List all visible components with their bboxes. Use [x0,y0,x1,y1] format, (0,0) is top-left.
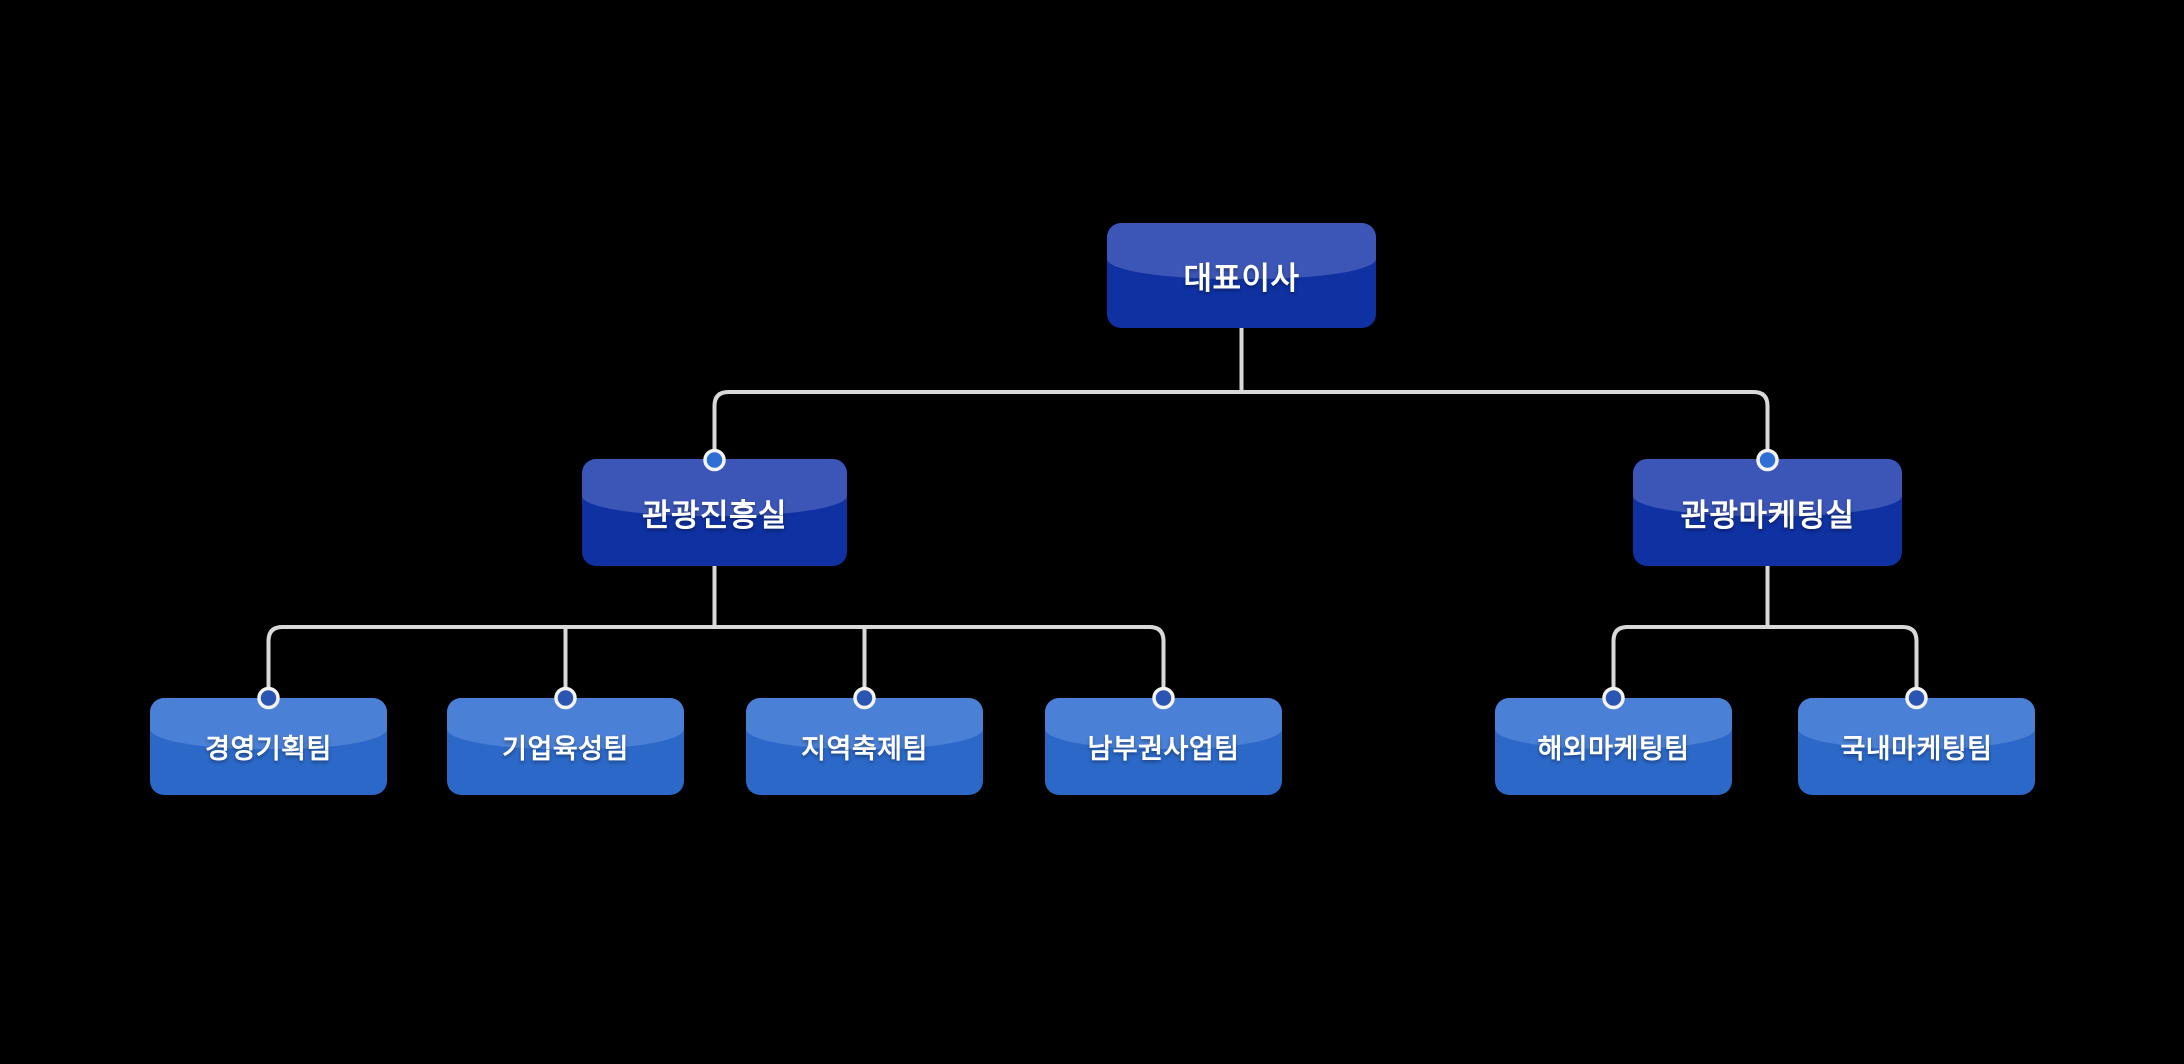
org-node-business-fostering-team[interactable]: 기업육성팀 [447,698,684,795]
org-node-overseas-marketing-team[interactable]: 해외마케팅팀 [1495,698,1732,795]
org-node-label: 국내마케팅팀 [1840,734,1993,764]
org-node-management-planning-team[interactable]: 경영기획팀 [150,698,387,795]
org-node-domestic-marketing-team[interactable]: 국내마케팅팀 [1798,698,2035,795]
org-node-label: 관광진흥실 [641,498,788,533]
org-node-label: 남부권사업팀 [1087,734,1240,764]
org-node-label: 기업육성팀 [502,734,629,764]
org-node-label: 경영기획팀 [205,734,332,764]
org-node-label: 관광마케팅실 [1680,498,1855,533]
connector-promotion-office-to-teams [266,566,1166,698]
connector-marketing-office-to-teams [1611,566,1919,698]
org-node-tourism-marketing-office[interactable]: 관광마케팅실 [1633,459,1902,566]
connector-ceo-to-offices [712,328,1770,460]
org-node-southern-region-business-team[interactable]: 남부권사업팀 [1045,698,1282,795]
org-node-label: 해외마케팅팀 [1537,734,1690,764]
org-node-label: 지역축제팀 [801,734,928,764]
org-node-ceo[interactable]: 대표이사 [1107,223,1376,328]
org-node-regional-festival-team[interactable]: 지역축제팀 [746,698,983,795]
org-node-label: 대표이사 [1183,261,1300,296]
org-node-tourism-promotion-office[interactable]: 관광진흥실 [582,459,847,566]
